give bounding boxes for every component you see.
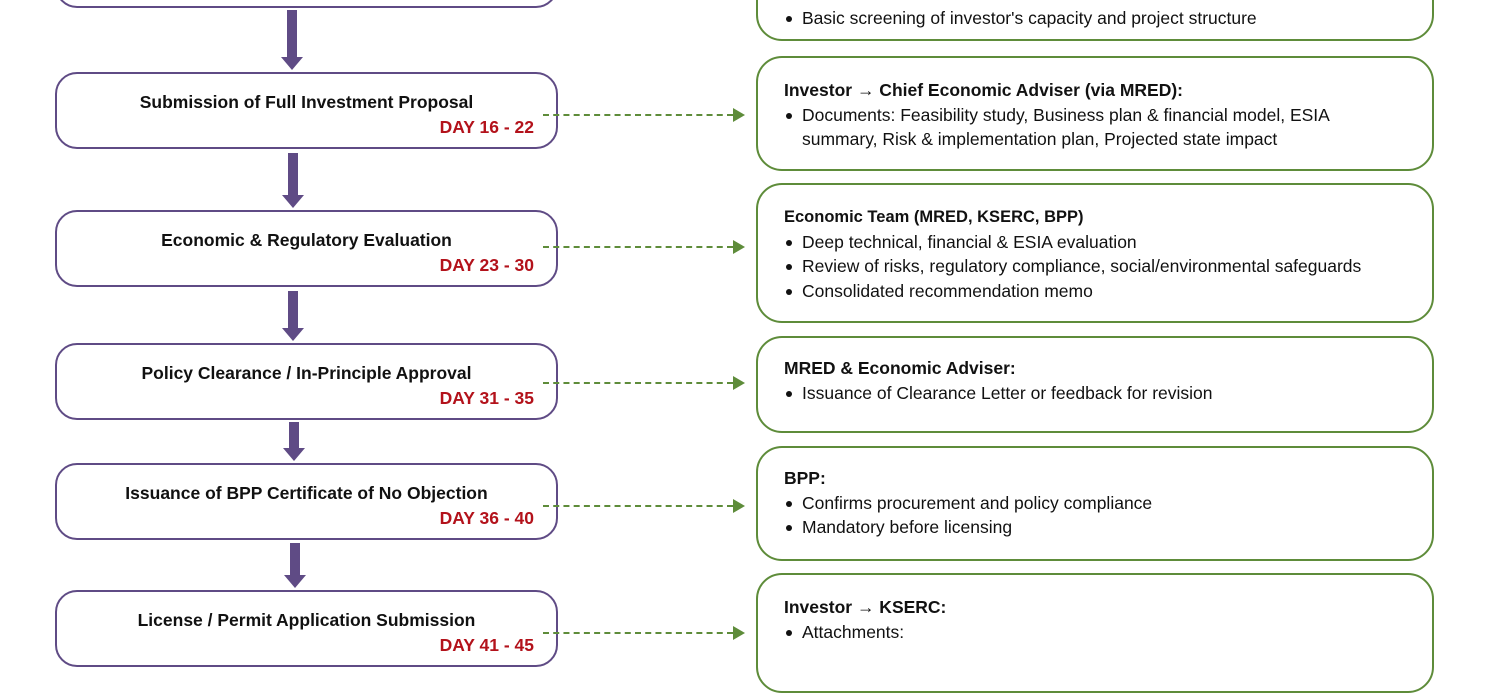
- dashed-connector-arrow: [543, 499, 745, 513]
- step-title: Submission of Full Investment Proposal: [139, 92, 474, 112]
- note-policy-clearance: MRED & Economic Adviser: Issuance of Cle…: [756, 336, 1434, 433]
- step-title: Policy Clearance / In-Principle Approval: [141, 363, 472, 383]
- step-license-application: License / Permit Application Submission …: [55, 590, 558, 667]
- note-item: Basic screening of investor's capacity a…: [784, 6, 1408, 31]
- flow-arrow: [284, 543, 306, 588]
- note-bpp: BPP: Confirms procurement and policy com…: [756, 446, 1434, 561]
- note-heading: BPP:: [784, 468, 826, 488]
- note-evaluation: Economic Team (MRED, KSERC, BPP) Deep te…: [756, 183, 1434, 323]
- step-days: DAY 23 - 30: [439, 255, 534, 275]
- note-heading: Investor → Chief Economic Adviser (via M…: [784, 80, 1184, 100]
- note-heading: Economic Team (MRED, KSERC, BPP): [784, 208, 1084, 226]
- step-box-previous: [55, 0, 558, 8]
- note-item: Confirms procurement and policy complian…: [784, 491, 1408, 516]
- note-item: Issuance of Clearance Letter or feedback…: [784, 381, 1408, 406]
- step-bpp-certificate: Issuance of BPP Certificate of No Object…: [55, 463, 558, 540]
- step-title: License / Permit Application Submission: [137, 610, 476, 630]
- note-heading: Investor → KSERC:: [784, 597, 947, 617]
- dashed-connector-arrow: [543, 108, 745, 122]
- note-item: Consolidated recommendation memo: [784, 279, 1408, 304]
- step-title: Issuance of BPP Certificate of No Object…: [125, 483, 488, 503]
- step-evaluation: Economic & Regulatory Evaluation DAY 23 …: [55, 210, 558, 287]
- note-item: Attachments:: [784, 620, 1408, 645]
- step-full-proposal: Submission of Full Investment Proposal D…: [55, 72, 558, 149]
- note-box-screening: Basic screening of investor's capacity a…: [756, 0, 1434, 41]
- step-title: Economic & Regulatory Evaluation: [161, 230, 452, 250]
- step-days: DAY 36 - 40: [439, 508, 534, 528]
- note-item: Review of risks, regulatory compliance, …: [784, 254, 1408, 279]
- note-license: Investor → KSERC: Attachments:: [756, 573, 1434, 693]
- flow-arrow: [282, 153, 304, 208]
- step-days: DAY 31 - 35: [439, 388, 534, 408]
- flow-arrow: [282, 291, 304, 341]
- note-item: Mandatory before licensing: [784, 515, 1408, 540]
- step-policy-clearance: Policy Clearance / In-Principle Approval…: [55, 343, 558, 420]
- step-days: DAY 16 - 22: [439, 117, 534, 137]
- dashed-connector-arrow: [543, 240, 745, 254]
- flow-arrow: [283, 422, 305, 461]
- note-item: Deep technical, financial & ESIA evaluat…: [784, 230, 1408, 255]
- flow-arrow: [281, 10, 303, 70]
- note-item: Documents: Feasibility study, Business p…: [784, 103, 1408, 152]
- dashed-connector-arrow: [543, 626, 745, 640]
- dashed-connector-arrow: [543, 376, 745, 390]
- step-days: DAY 41 - 45: [439, 635, 534, 655]
- note-heading: MRED & Economic Adviser:: [784, 358, 1016, 378]
- note-full-proposal: Investor → Chief Economic Adviser (via M…: [756, 56, 1434, 171]
